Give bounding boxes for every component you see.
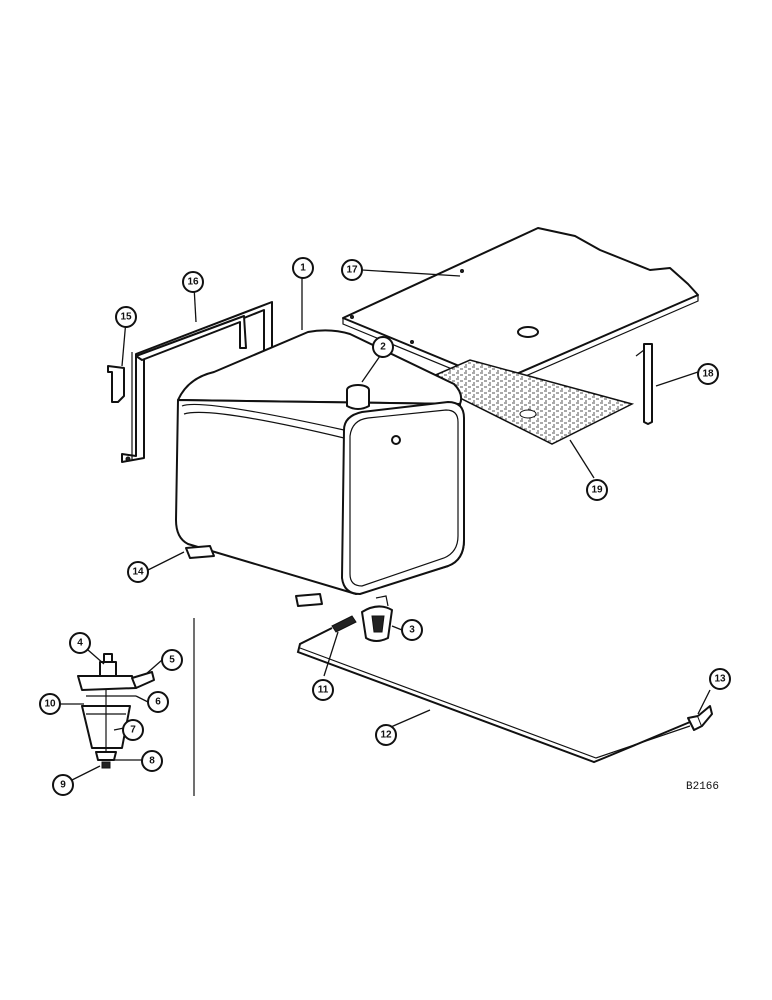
callout-2: 2 [372, 336, 394, 358]
support-bracket [635, 343, 653, 425]
callout-10: 10 [39, 693, 61, 715]
callout-3: 3 [401, 619, 423, 641]
svg-text:1: 1 [300, 263, 306, 274]
svg-text:13: 13 [714, 674, 726, 685]
svg-text:16: 16 [187, 277, 199, 288]
callout-5: 5 [161, 649, 183, 671]
callout-16: 16 [182, 271, 204, 293]
svg-text:2: 2 [380, 342, 386, 353]
mounting-feet [185, 545, 323, 607]
svg-text:19: 19 [591, 485, 603, 496]
svg-text:6: 6 [155, 697, 161, 708]
sediment-bowl-assembly [77, 653, 155, 769]
callout-17: 17 [341, 259, 363, 281]
drawing-code: B2166 [686, 781, 719, 793]
callout-7: 7 [122, 719, 144, 741]
elbow-fitting [687, 705, 713, 731]
svg-text:4: 4 [77, 638, 83, 649]
svg-text:5: 5 [169, 655, 175, 666]
svg-text:12: 12 [380, 730, 392, 741]
tank-strap-pad [107, 315, 247, 403]
svg-text:7: 7 [130, 725, 136, 736]
svg-text:8: 8 [149, 756, 155, 767]
fuel-line [296, 627, 691, 764]
callout-6: 6 [147, 691, 169, 713]
callout-18: 18 [697, 363, 719, 385]
callout-14: 14 [127, 561, 149, 583]
fitting [331, 615, 357, 633]
svg-text:15: 15 [120, 312, 132, 323]
filler-neck [346, 384, 370, 410]
callout-15: 15 [115, 306, 137, 328]
callout-19: 19 [586, 479, 608, 501]
floor-mat [422, 359, 635, 445]
svg-text:11: 11 [318, 685, 329, 696]
svg-text:17: 17 [346, 265, 358, 276]
shut-off-valve [361, 595, 393, 642]
callout-13: 13 [709, 668, 731, 690]
callout-12: 12 [375, 724, 397, 746]
callout-1: 1 [292, 257, 314, 279]
callout-8: 8 [141, 750, 163, 772]
svg-text:14: 14 [132, 567, 144, 578]
svg-text:10: 10 [44, 699, 56, 710]
callout-9: 9 [52, 774, 74, 796]
fuel-tank [175, 329, 465, 595]
svg-text:18: 18 [702, 369, 714, 380]
callout-4: 4 [69, 632, 91, 654]
svg-text:9: 9 [60, 780, 66, 791]
svg-text:3: 3 [409, 625, 415, 636]
callout-11: 11 [312, 679, 334, 701]
